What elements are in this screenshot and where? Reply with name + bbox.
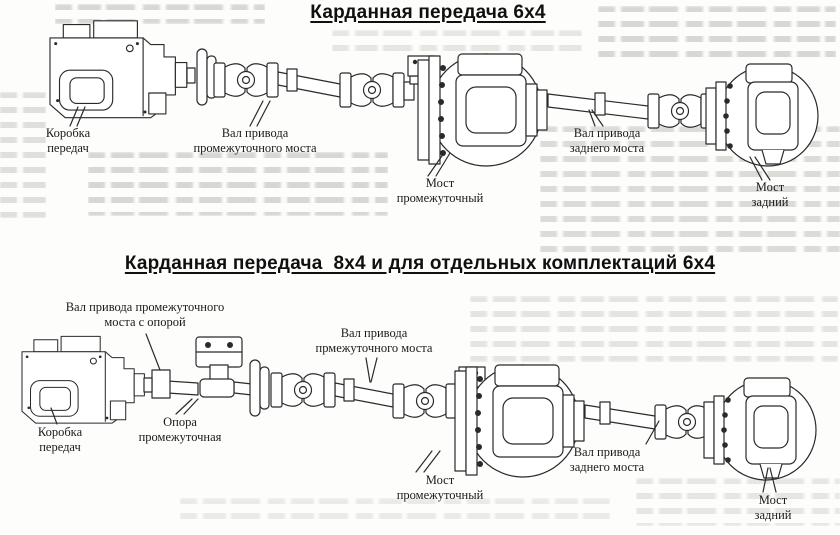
rear-axle-8x4-drawing [703,377,817,481]
intermediate-axle-6x4-drawing [417,53,548,167]
label-intermediate-shaft-8x4: Вал привода прмежуточного моста [315,326,433,356]
label-rear-axle-6x4: Мост задний [751,180,789,210]
label-intermediate-axle-8x4: Мост промежуточный [396,473,484,503]
label-gearbox-8x4: Коробка передач [37,425,83,455]
output-shaft-neck [143,377,153,393]
universal-joint [339,72,405,108]
label-rear-shaft-8x4: Вал привода заднего моста [569,445,645,475]
diagram-6x4-drawing [49,20,819,181]
flange-disc [196,48,217,106]
label-intermediate-axle-6x4: Мост промежуточный [396,176,484,206]
leader-lines-6x4 [69,100,771,181]
intermediate-support-drawing [195,336,243,398]
universal-joint [647,93,713,129]
label-intermediate-support-8x4: Опора промежуточная [138,415,222,445]
front-shaft-with-support-drawing [151,369,253,399]
rear-axle-6x4-drawing [705,63,819,167]
label-rear-axle-8x4: Мост задний [754,493,792,523]
output-shaft-neck [186,67,196,84]
title-8x4: Карданная передача 8х4 и для отдельных к… [124,253,716,274]
title-6x4: Карданная передача 6х4 [310,2,546,23]
driveshaft-intermediate-6x4-drawing [277,68,341,98]
universal-joint [392,383,458,419]
label-intermediate-shaft-6x4: Вал привода промежуточного моста [193,126,317,156]
driveshaft-rear-8x4-drawing [584,401,656,430]
universal-joint [270,372,336,408]
label-shaft-with-support-8x4: Вал привода промежуточного моста с опоро… [65,300,225,330]
gearbox-8x4-drawing [21,335,145,424]
diagram-8x4-drawing [21,333,817,493]
label-rear-shaft-6x4: Вал привода заднего моста [569,126,645,156]
flange-disc [249,359,270,417]
label-gearbox-6x4: Коробка передач [45,126,91,156]
leader-lines-8x4 [50,333,777,493]
driveshaft-rear-6x4-drawing [547,92,649,120]
universal-joint [213,62,279,98]
gearbox-6x4-drawing [49,20,188,119]
driveshaft-intermediate-8x4-drawing [334,378,394,408]
